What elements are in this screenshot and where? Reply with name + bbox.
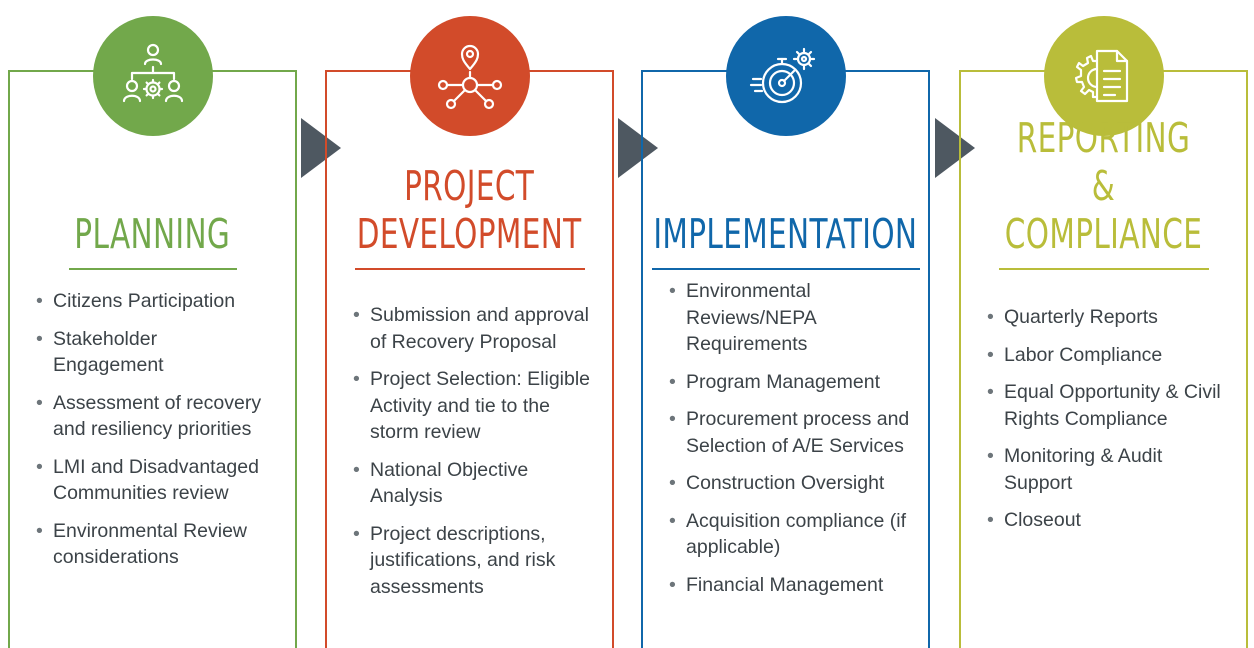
list-item: Environmental Reviews/NEPA Requirements [669,278,914,358]
list-item: Project Selection: Eligible Activity and… [353,366,598,446]
document-gear-icon [1074,49,1128,103]
stage-title-wrap: IMPLEMENTATION [643,144,928,264]
list-item: Procurement process and Selection of A/E… [669,406,914,459]
list-item: Program Management [669,369,914,396]
stage-title-planning: PLANNING [74,210,231,258]
list-item: Closeout [987,507,1232,534]
list-item: Stakeholder Engagement [36,326,281,379]
list-item: National Objective Analysis [353,457,598,510]
title-underline [354,268,585,270]
list-item: Quarterly Reports [987,304,1232,331]
stage-list-planning: Citizens Participation Stakeholder Engag… [36,288,281,582]
stage-title-wrap: PROJECT DEVELOPMENT [327,144,612,264]
list-item: Citizens Participation [36,288,281,315]
stage-list-implementation: Environmental Reviews/NEPA Requirements … [669,278,914,609]
list-item: Construction Oversight [669,470,914,497]
stage-circle-planning [92,16,213,136]
stage-circle-project-development [409,16,530,136]
location-network-icon [437,44,502,110]
list-item: Assessment of recovery and resiliency pr… [36,390,281,443]
list-item: Monitoring & Audit Support [987,443,1232,496]
team-gear-icon [122,43,183,103]
list-item: Environmental Review considerations [36,518,281,571]
title-underline [68,268,237,270]
stage-card-implementation: IMPLEMENTATION Environmental Reviews/NEP… [641,16,930,648]
stage-list-reporting-compliance: Quarterly Reports Labor Compliance Equal… [987,304,1232,545]
list-item: Acquisition compliance (if applicable) [669,508,914,561]
title-underline [998,268,1209,270]
list-item: Submission and approval of Recovery Prop… [353,302,598,355]
stage-title-wrap: REPORTING & COMPLIANCE [961,114,1246,264]
list-item: Project descriptions, justifications, an… [353,521,598,601]
list-item: LMI and Disadvantaged Communities review [36,454,281,507]
stage-title-implementation: IMPLEMENTATION [653,210,918,258]
flow-arrow-icon [935,118,975,178]
stage-card-planning: PLANNING Citizens Participation Stakehol… [8,16,297,648]
stage-circle-implementation [725,16,846,136]
stage-title-wrap: PLANNING [10,144,295,264]
list-item: Equal Opportunity & Civil Rights Complia… [987,379,1232,432]
speedometer-gears-icon [749,47,815,104]
stage-circle-reporting-compliance [1043,16,1164,136]
flow-arrow-icon [301,118,341,178]
flow-arrow-icon [618,118,658,178]
stage-title-reporting-compliance: REPORTING & COMPLIANCE [1004,114,1203,258]
stage-card-project-development: PROJECT DEVELOPMENT Submission and appro… [325,16,614,648]
title-underline [651,268,920,270]
stage-list-project-development: Submission and approval of Recovery Prop… [353,302,598,611]
stage-card-reporting-compliance: REPORTING & COMPLIANCE Quarterly Reports… [959,16,1248,648]
list-item: Financial Management [669,572,914,599]
stage-title-project-development: PROJECT DEVELOPMENT [357,162,582,258]
list-item: Labor Compliance [987,342,1232,369]
